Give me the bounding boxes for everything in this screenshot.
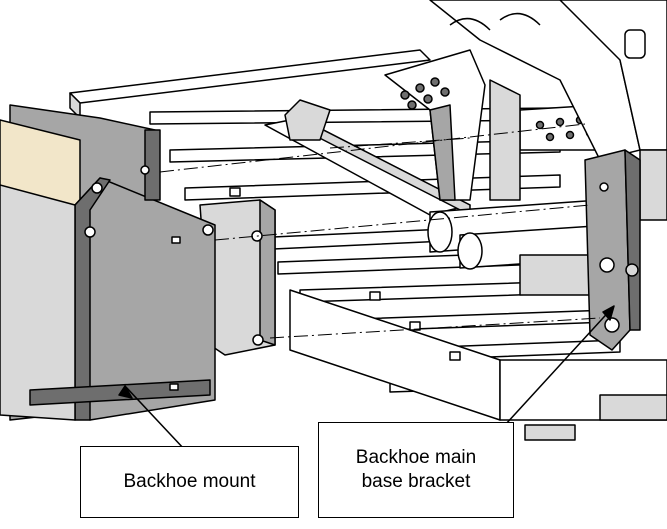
backhoe-mount-callout: Backhoe mount <box>80 446 299 518</box>
backhoe-mount <box>0 104 216 421</box>
linkage-arm <box>264 99 471 216</box>
alignment-lines <box>159 123 601 339</box>
backhoe-main-base-bracket <box>584 149 641 351</box>
base-bracket-label-line1: Backhoe main <box>355 447 477 469</box>
base-bracket-label-line2: base bracket <box>361 471 471 492</box>
rear-frame-rail <box>69 49 431 119</box>
leader-lines <box>118 305 615 451</box>
hydraulic-cylinders <box>427 199 611 296</box>
upper-bracket-plate <box>384 49 641 201</box>
tractor-frame-top <box>429 0 667 221</box>
base-bracket-callout: Backhoe main base bracket <box>318 422 514 518</box>
backhoe-mount-label: Backhoe mount <box>123 471 256 493</box>
